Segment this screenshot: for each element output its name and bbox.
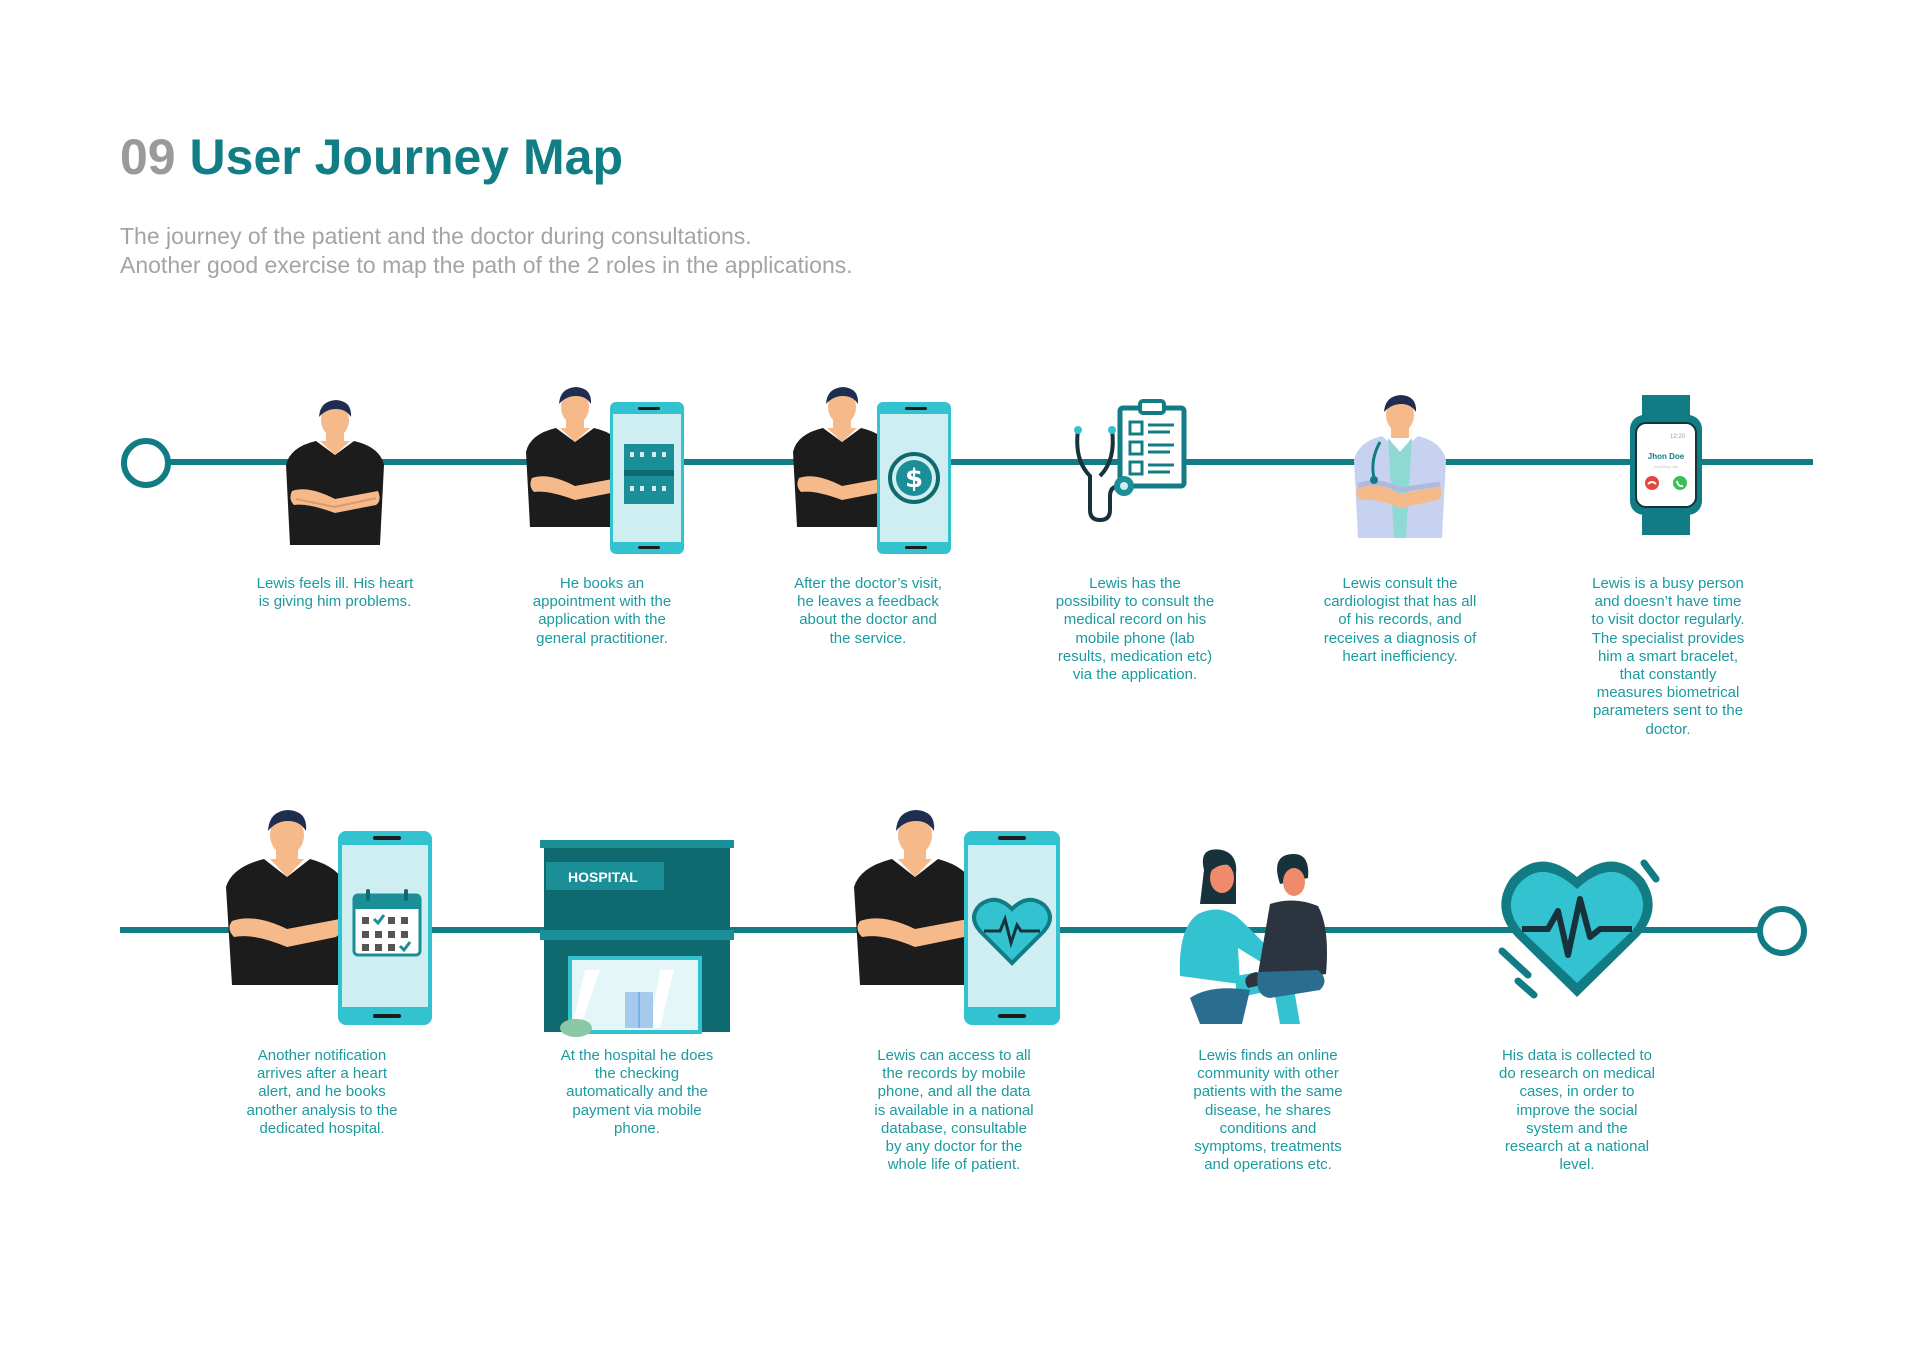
step-4-caption: Lewis has the possibility to consult the… (1055, 575, 1215, 684)
step-2-illustration (520, 382, 690, 557)
step-8-caption: At the hospital he does the checking aut… (560, 1047, 714, 1137)
cardiologist-icon (1354, 395, 1446, 538)
heart-pulse-icon (1498, 859, 1660, 999)
accept-call-icon (1673, 476, 1687, 490)
patient-with-phone-calendar-check-icon (226, 810, 432, 1025)
step-11-caption: His data is collected to do research on … (1499, 1047, 1655, 1174)
step-6-caption: Lewis is a busy person and doesn’t have … (1591, 575, 1745, 738)
step-8-illustration: HOSPITAL (540, 840, 734, 1037)
step-7-caption: Another notification arrives after a hea… (246, 1047, 398, 1137)
page-subtitle: The journey of the patient and the docto… (120, 222, 853, 280)
online-community-icon (1179, 849, 1327, 1024)
watch-caller-subtitle: Incoming call (1654, 464, 1677, 469)
step-1-illustration (280, 395, 390, 545)
svg-text:$: $ (905, 464, 923, 494)
step-3-illustration: $ (787, 382, 957, 557)
step-3-caption: After the doctor’s visit, he leaves a fe… (794, 575, 942, 647)
timeline-line-row-1 (145, 459, 1813, 465)
stethoscope-medical-record-icon (1074, 399, 1187, 523)
patient-with-phone-calendar-icon (526, 387, 684, 554)
hospital-building-icon: HOSPITAL (540, 840, 734, 1037)
patient-icon (286, 400, 384, 545)
step-10-caption: Lewis finds an online community with oth… (1193, 1047, 1343, 1174)
step-5-caption: Lewis consult the cardiologist that has … (1323, 575, 1477, 665)
step-9-caption: Lewis can access to all the records by m… (874, 1047, 1034, 1174)
patient-with-phone-payment-icon: $ (793, 387, 951, 554)
watch-time: 12:20 (1670, 434, 1686, 440)
page-title: 09 User Journey Map (120, 132, 623, 182)
step-4-illustration (1072, 398, 1192, 523)
smartwatch-icon: 12:20 Jhon Doe Incoming call (1630, 395, 1702, 535)
section-number: 09 (120, 129, 176, 185)
subtitle-line-1: The journey of the patient and the docto… (120, 223, 752, 249)
step-7-illustration (222, 805, 432, 1025)
section-title: User Journey Map (189, 129, 624, 185)
step-11-illustration (1492, 845, 1662, 1005)
step-6-illustration: 12:20 Jhon Doe Incoming call (1628, 395, 1704, 535)
step-1-caption: Lewis feels ill. His heart is giving him… (256, 575, 414, 611)
step-9-illustration (850, 805, 1060, 1025)
step-5-illustration (1350, 390, 1450, 540)
watch-caller-name: Jhon Doe (1648, 452, 1685, 461)
subtitle-line-2: Another good exercise to map the path of… (120, 252, 853, 278)
step-10-illustration (1170, 848, 1340, 1028)
timeline-end-icon (1757, 906, 1807, 956)
hospital-sign-label: HOSPITAL (568, 869, 638, 885)
timeline-start-icon (121, 438, 171, 488)
patient-with-phone-heart-icon (854, 810, 1060, 1025)
step-2-caption: He books an appointment with the applica… (532, 575, 672, 647)
